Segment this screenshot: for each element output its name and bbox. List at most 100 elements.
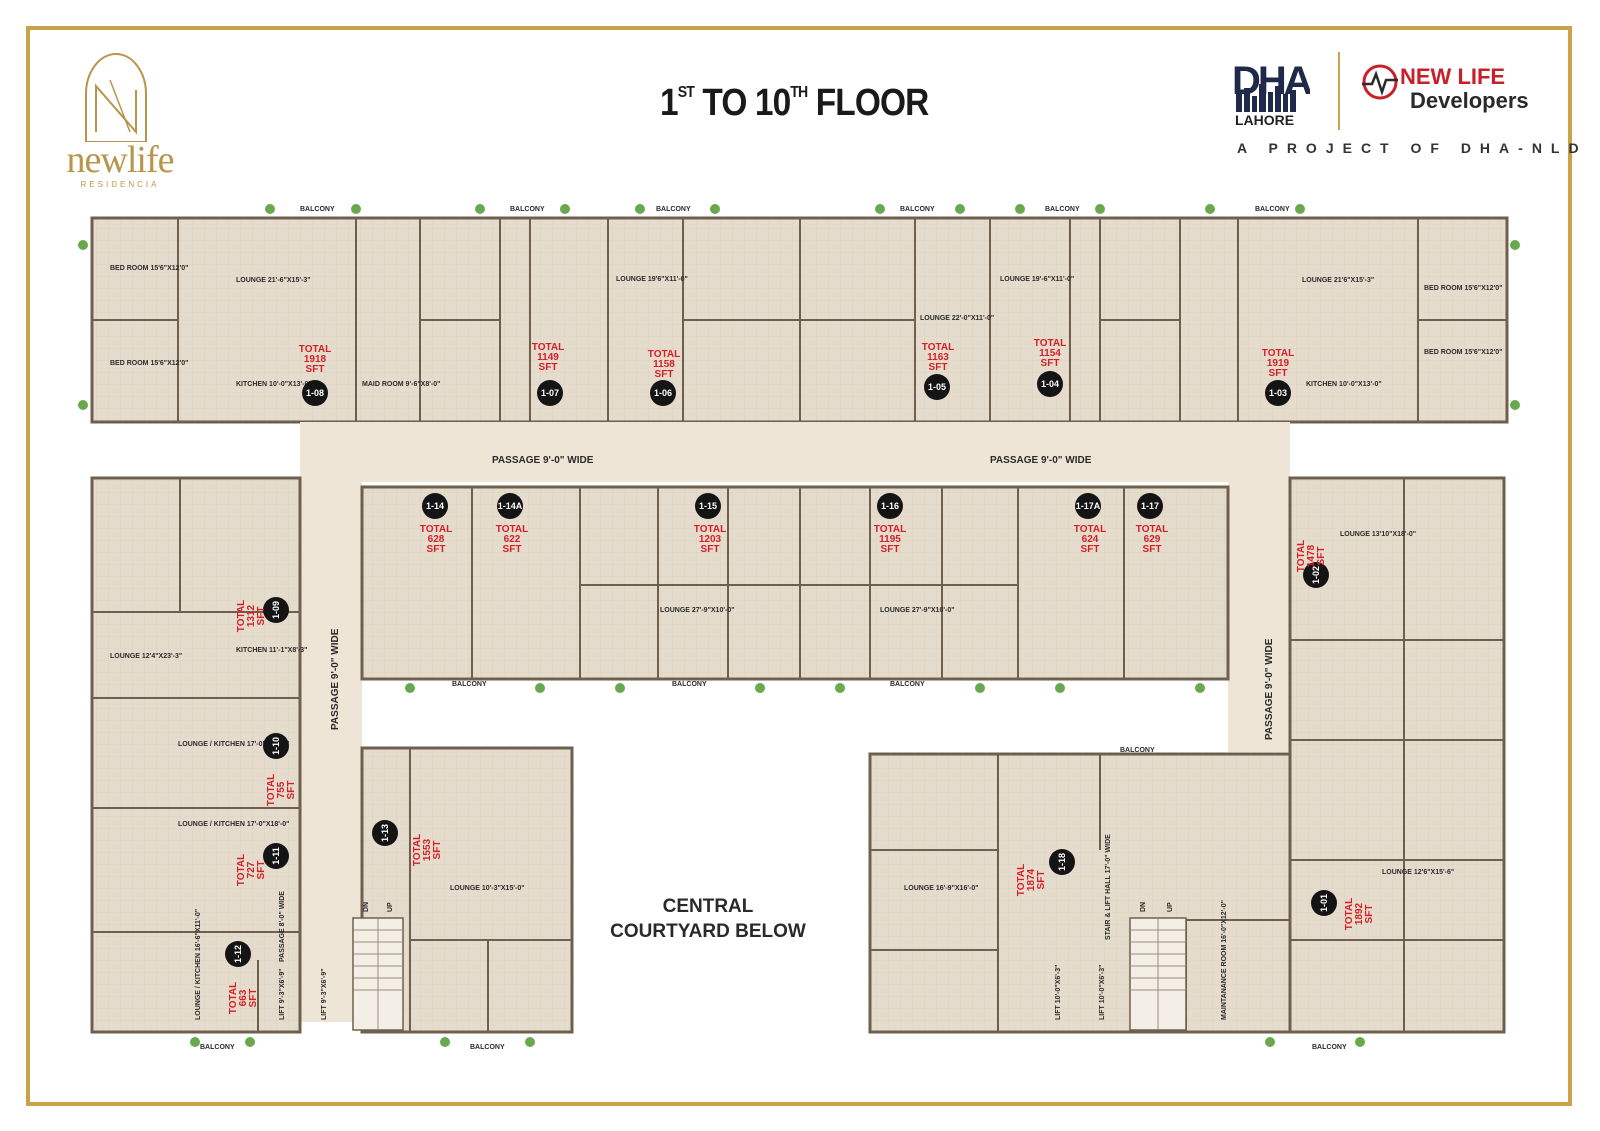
stair-hall-label: STAIR & LIFT HALL 17'-0" WIDE [1105,834,1112,940]
unit-id: 1-05 [928,382,946,392]
unit-total: TOTAL1892SFT [1344,898,1375,930]
new-life-logo-icon [1362,64,1398,100]
unit-total: TOTAL1874SFT [1016,864,1047,896]
room-label: LOUNGE / KITCHEN 16'-6"X11'-0" [195,909,202,1020]
unit-badge [1049,849,1075,875]
unit-badge [1265,380,1291,406]
top-passage [300,422,1290,482]
unit-badge [877,493,903,519]
unit-id: 1-03 [1269,388,1287,398]
unit-id: 1-17 [1141,501,1159,511]
balcony-label: BALCONY [890,681,925,688]
title-to: TO 10 [702,82,791,124]
unit-id: 1-06 [654,388,672,398]
balcony-label: BALCONY [452,681,487,688]
room-label: LOUNGE 19'6"X11'-0" [616,276,688,283]
balcony-label: BALCONY [1120,747,1155,754]
unit-badge [372,820,398,846]
planters [78,204,1520,1047]
balcony-label: BALCONY [1312,1044,1347,1051]
unit-badge [1137,493,1163,519]
dn-label: DN [1140,902,1147,912]
unit-id: 1-16 [881,501,899,511]
room-label: LOUNGE 21'6"X15'-3" [1302,277,1374,284]
room-label: KITCHEN 10'-0"X13'-0" [236,381,312,388]
unit-id: 1-07 [541,388,559,398]
unit-total: TOTAL755SFT [266,774,297,806]
right-passage [1228,482,1290,752]
unit-id: 1-10 [271,737,281,755]
developer-name-line2: Developers [1410,88,1529,113]
room-label: MAID ROOM 9'-6"X8'-0" [362,381,440,388]
room-label: KITCHEN 11'-1"X8'-3" [236,647,307,654]
unit-badge [695,493,721,519]
unit-id: 1-11 [271,847,281,865]
page-title: 1ST TO 10TH FLOOR [660,82,930,125]
unit-badge [422,493,448,519]
unit-id: 1-13 [380,824,390,842]
unit-badge [263,843,289,869]
right-block-walls [1290,478,1504,1032]
unit-badge [225,941,251,967]
room-label: LIFT 10'-0"X6'-3" [1055,965,1062,1020]
passage-label-vertical-left: PASSAGE 9'-0" WIDE [330,628,341,730]
middle-block-walls [471,487,1125,679]
room-labels: BED ROOM 15'6"X12'0" BED ROOM 15'6"X12'0… [110,265,1502,1020]
balcony-label: BALCONY [900,206,935,213]
room-label: LIFT 10'-0"X6'-3" [1099,965,1106,1020]
unit-id: 1-02 [1311,566,1321,584]
balcony-labels: BALCONY BALCONY BALCONY BALCONY BALCONY … [200,206,1347,1051]
room-label: BED ROOM 15'6"X12'0" [110,265,188,272]
unit-id: 1-04 [1041,379,1059,389]
unit-badge [1037,371,1063,397]
room-label: BED ROOM 15'6"X12'0" [110,360,188,367]
unit-badge [1075,493,1101,519]
passage-label-vertical-right: PASSAGE 9'-0" WIDE [1264,638,1275,740]
newlife-logo: newlife RESIDENCIA [40,50,200,189]
room-label: LIFT 9'-3"X6'-9" [279,968,286,1020]
unit-badge [263,597,289,623]
unit-total: TOTAL1312SFT [236,600,267,632]
courtyard-line1: CENTRAL [663,896,754,917]
unit-id: 1-12 [233,945,243,963]
unit-badge [1311,890,1337,916]
unit-badge [650,380,676,406]
up-label: UP [1167,902,1174,912]
unit-total: TOTAL1553SFT [412,834,443,866]
balcony-label: BALCONY [300,206,335,213]
unit-badge [537,380,563,406]
balcony-label: BALCONY [1045,206,1080,213]
room-label: LOUNGE 27'-9"X10'-0" [880,607,955,614]
title-to-sup: TH [790,84,808,101]
dn-label: DN [363,902,370,912]
room-label: LIFT 9'-3"X6'-9" [321,968,328,1020]
room-label: LOUNGE 21'-6"X15'-3" [236,277,311,284]
unit-id: 1-09 [271,601,281,619]
unit-total: TOTAL727SFT [236,854,267,886]
unit-badge [263,733,289,759]
title-tail: FLOOR [815,82,930,124]
room-label: BED ROOM 15'6"X12'0" [1424,349,1502,356]
logo-divider [1338,52,1340,130]
room-label: BED ROOM 15'6"X12'0" [1424,285,1502,292]
title-from-sup: ST [677,84,695,101]
up-label: UP [387,902,394,912]
room-label: LOUNGE 12'6"X15'-6" [1382,869,1454,876]
dha-sub: LAHORE [1235,112,1295,128]
passage-label-right: PASSAGE 9'-0" WIDE [990,455,1092,466]
balcony-label: BALCONY [672,681,707,688]
stair-right [1129,917,1187,1031]
brand-sub: RESIDENCIA [80,180,160,189]
unit-badge [302,380,328,406]
